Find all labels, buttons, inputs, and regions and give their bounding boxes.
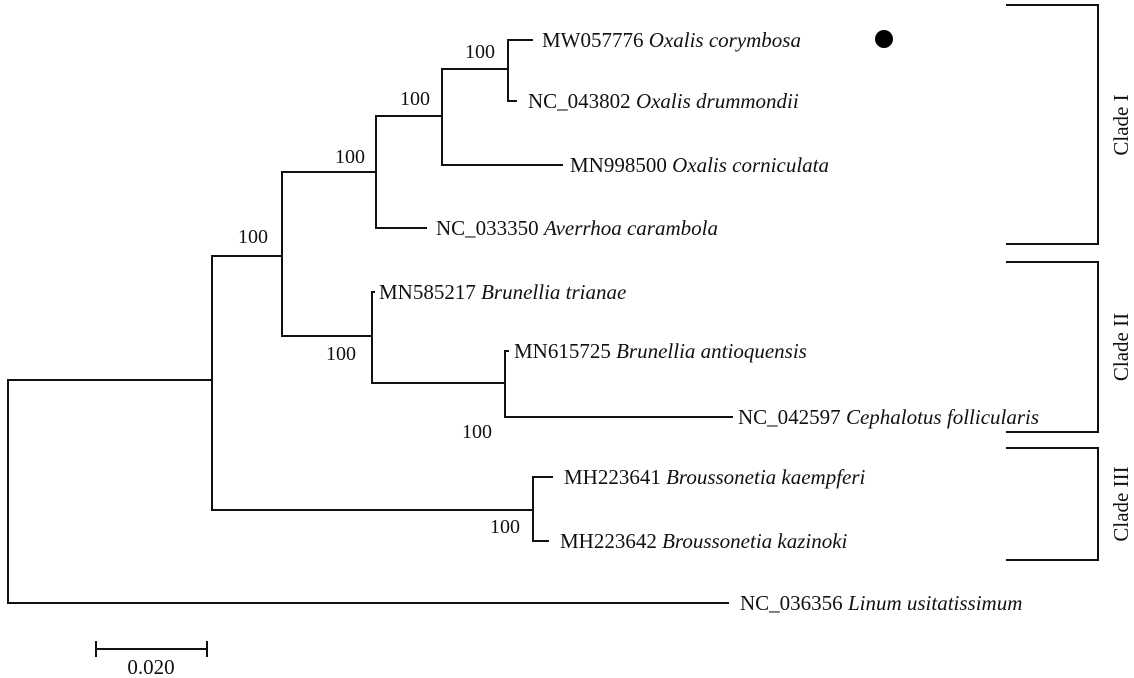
taxon-label: MN998500 Oxalis corniculata	[570, 153, 829, 177]
clade-ii-bracket	[1006, 261, 1099, 433]
clade-i-label: Clade I	[1109, 94, 1133, 155]
taxon-label: NC_043802 Oxalis drummondii	[528, 89, 799, 113]
taxon-label: MH223642 Broussonetia kazinoki	[560, 529, 848, 553]
taxon-label: NC_042597 Cephalotus follicularis	[738, 405, 1039, 429]
taxon-label: MH223641 Broussonetia kaempferi	[564, 465, 866, 489]
taxon-labels: MW057776 Oxalis corymbosa NC_043802 Oxal…	[379, 28, 1039, 615]
clade-i-bracket	[1006, 4, 1099, 245]
bootstrap-value: 100	[400, 88, 430, 110]
bootstrap-value: 100	[335, 146, 365, 168]
bootstrap-value: 100	[465, 41, 495, 63]
taxon-label: MN585217 Brunellia trianae	[379, 280, 626, 304]
clade-brackets: Clade I Clade II Clade III	[1006, 4, 1133, 561]
clade-iii-label: Clade III	[1109, 466, 1133, 541]
bootstrap-value: 100	[326, 343, 356, 365]
taxon-label: NC_033350 Averrhoa carambola	[436, 216, 718, 240]
scale-bar-line	[95, 641, 208, 657]
scale-bar: 0.020	[95, 641, 208, 678]
taxon-label: MW057776 Oxalis corymbosa	[542, 28, 801, 52]
taxon-label: MN615725 Brunellia antioquensis	[514, 339, 807, 363]
clade-ii-label: Clade II	[1109, 313, 1133, 381]
target-species-marker-icon	[875, 30, 893, 48]
clade-iii-bracket	[1006, 447, 1099, 561]
scale-bar-label: 0.020	[127, 655, 174, 678]
tree-branches	[7, 39, 733, 604]
bootstrap-value: 100	[490, 516, 520, 538]
bootstrap-value: 100	[462, 421, 492, 443]
bootstrap-values: 100 100 100 100 100 100 100	[238, 41, 520, 538]
taxon-label: NC_036356 Linum usitatissimum	[740, 591, 1022, 615]
bootstrap-value: 100	[238, 226, 268, 248]
